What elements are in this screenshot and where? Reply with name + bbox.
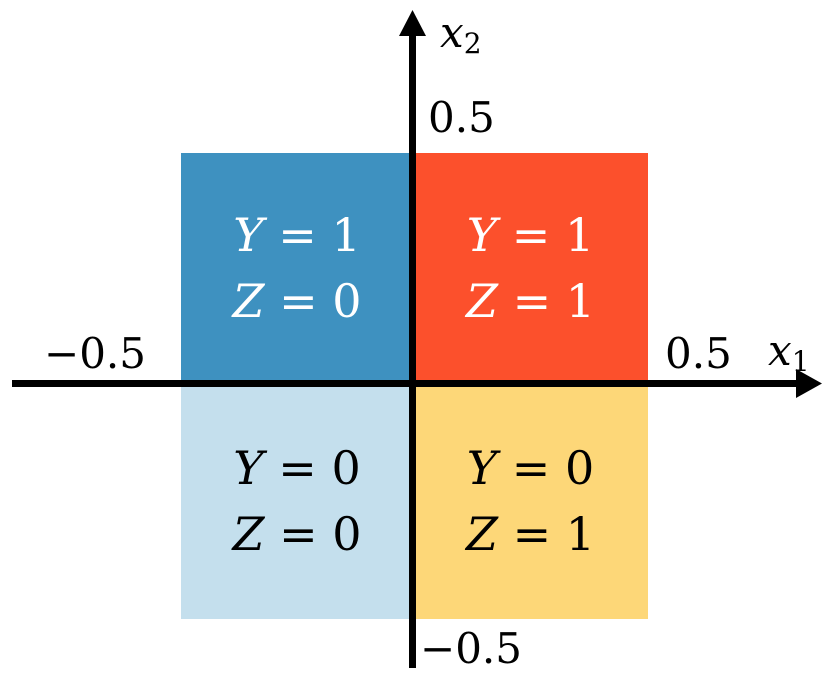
x1-tick-max: 0.5: [665, 329, 732, 378]
x1-arrowhead-icon: [796, 369, 822, 398]
x2-tick-max: 0.5: [428, 93, 495, 142]
y-equation: Y = 0: [466, 440, 595, 495]
x2-arrowhead-icon: [399, 10, 426, 36]
quadrant-bottom-right: Y = 0 Z = 1: [413, 382, 648, 619]
quadrant-bottom-left: Y = 0 Z = 0: [181, 382, 413, 619]
x2-tick-min: −0.5: [420, 624, 522, 673]
quadrant-top-left: Y = 1 Z = 0: [181, 153, 413, 382]
quadrant-top-right: Y = 1 Z = 1: [413, 153, 648, 382]
z-equation: Z = 0: [232, 506, 362, 561]
x1-axis-line: [12, 380, 802, 387]
x1-axis-label: x1: [768, 326, 810, 378]
x2-axis-label: x2: [440, 8, 482, 60]
x1-tick-min: −0.5: [44, 329, 146, 378]
y-equation: Y = 1: [466, 207, 595, 262]
z-equation: Z = 1: [465, 273, 596, 328]
z-equation: Z = 1: [465, 506, 596, 561]
y-equation: Y = 0: [233, 440, 361, 495]
z-equation: Z = 0: [232, 273, 362, 328]
x2-axis-line: [409, 30, 416, 668]
y-equation: Y = 1: [233, 207, 361, 262]
